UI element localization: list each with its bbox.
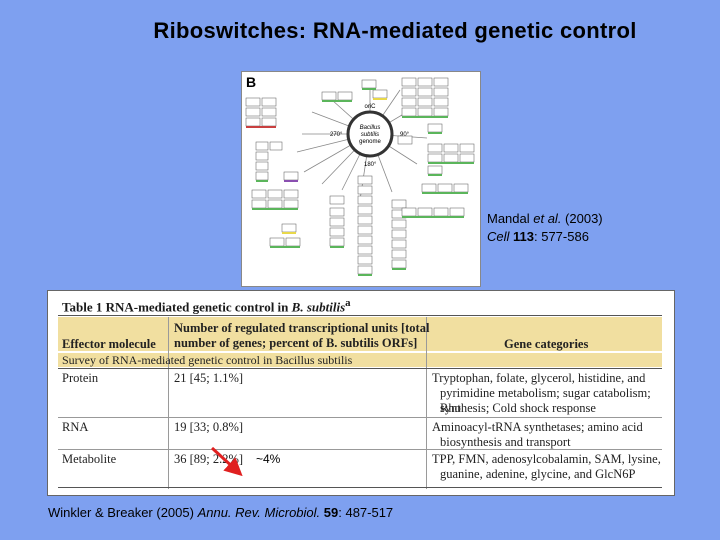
row-rule-2 bbox=[58, 449, 662, 450]
header-effector: Effector molecule bbox=[62, 337, 156, 351]
row-protein-cat-3: synthesis; Cold shock response bbox=[440, 401, 596, 415]
table-title: Table 1 RNA-mediated genetic control in … bbox=[62, 297, 351, 315]
genome-label-2: subtilis bbox=[361, 132, 379, 138]
col-divider-2 bbox=[426, 317, 427, 489]
approx-percent-label: ~4% bbox=[256, 452, 281, 466]
header-count-2: number of genes; percent of B. subtilis … bbox=[174, 336, 418, 350]
slide-title: Riboswitches: RNA-mediated genetic contr… bbox=[153, 18, 637, 43]
survey-rule bbox=[58, 368, 662, 369]
genome-map-figure: B Bacillus subtilis genome oriC 90° 270°… bbox=[241, 71, 481, 287]
row-rna-effector: RNA bbox=[62, 420, 89, 434]
deg90-label: 90° bbox=[400, 132, 410, 138]
citation-mandal: Mandal et al. (2003) Cell 113: 577-586 bbox=[487, 211, 603, 244]
panel-letter: B bbox=[246, 74, 257, 90]
header-categories: Gene categories bbox=[504, 337, 589, 351]
row-rna-cat-2: biosynthesis and transport bbox=[440, 435, 571, 449]
row-protein-cat-2: pyrimidine metabolism; sugar catabolism;… bbox=[440, 386, 651, 415]
row-rna-cat-1: Aminoacyl-tRNA synthetases; amino acid bbox=[432, 420, 643, 434]
row-metabolite-effector: Metabolite bbox=[62, 452, 117, 466]
genome-label-1: Bacillus bbox=[360, 125, 381, 131]
row-metabolite-cat-1: TPP, FMN, adenosylcobalamin, SAM, lysine… bbox=[432, 452, 661, 466]
red-arrow-annotation bbox=[210, 446, 243, 477]
row-protein-count: 21 [45; 1.1%] bbox=[174, 371, 244, 385]
deg270-label: 270° bbox=[330, 132, 343, 138]
ori-label: oriC bbox=[364, 104, 376, 110]
genome-label-3: genome bbox=[359, 139, 381, 145]
col-divider-1 bbox=[168, 317, 169, 489]
row-rna-count: 19 [33; 0.8%] bbox=[174, 420, 244, 434]
deg180-label: 180° bbox=[364, 162, 377, 168]
table-top-rule bbox=[58, 315, 662, 316]
row-rule-1 bbox=[58, 417, 662, 418]
header-band bbox=[58, 317, 662, 351]
row-protein-cat-1: Tryptophan, folate, glycerol, histidine,… bbox=[432, 371, 646, 385]
rna-control-table: Table 1 RNA-mediated genetic control in … bbox=[47, 290, 675, 496]
survey-band bbox=[58, 353, 662, 367]
citation-winkler: Winkler & Breaker (2005) Annu. Rev. Micr… bbox=[48, 505, 394, 520]
genome-map-svg: Bacillus subtilis genome oriC 90° 270° 1… bbox=[245, 77, 475, 276]
header-count-1: Number of regulated transcriptional unit… bbox=[174, 321, 430, 335]
row-protein-effector: Protein bbox=[62, 371, 99, 385]
row-metabolite-cat-2: guanine, adenine, glycine, and GlcN6P bbox=[440, 467, 636, 481]
survey-row: Survey of RNA-mediated genetic control i… bbox=[62, 353, 353, 367]
table-bottom-rule bbox=[58, 487, 662, 488]
